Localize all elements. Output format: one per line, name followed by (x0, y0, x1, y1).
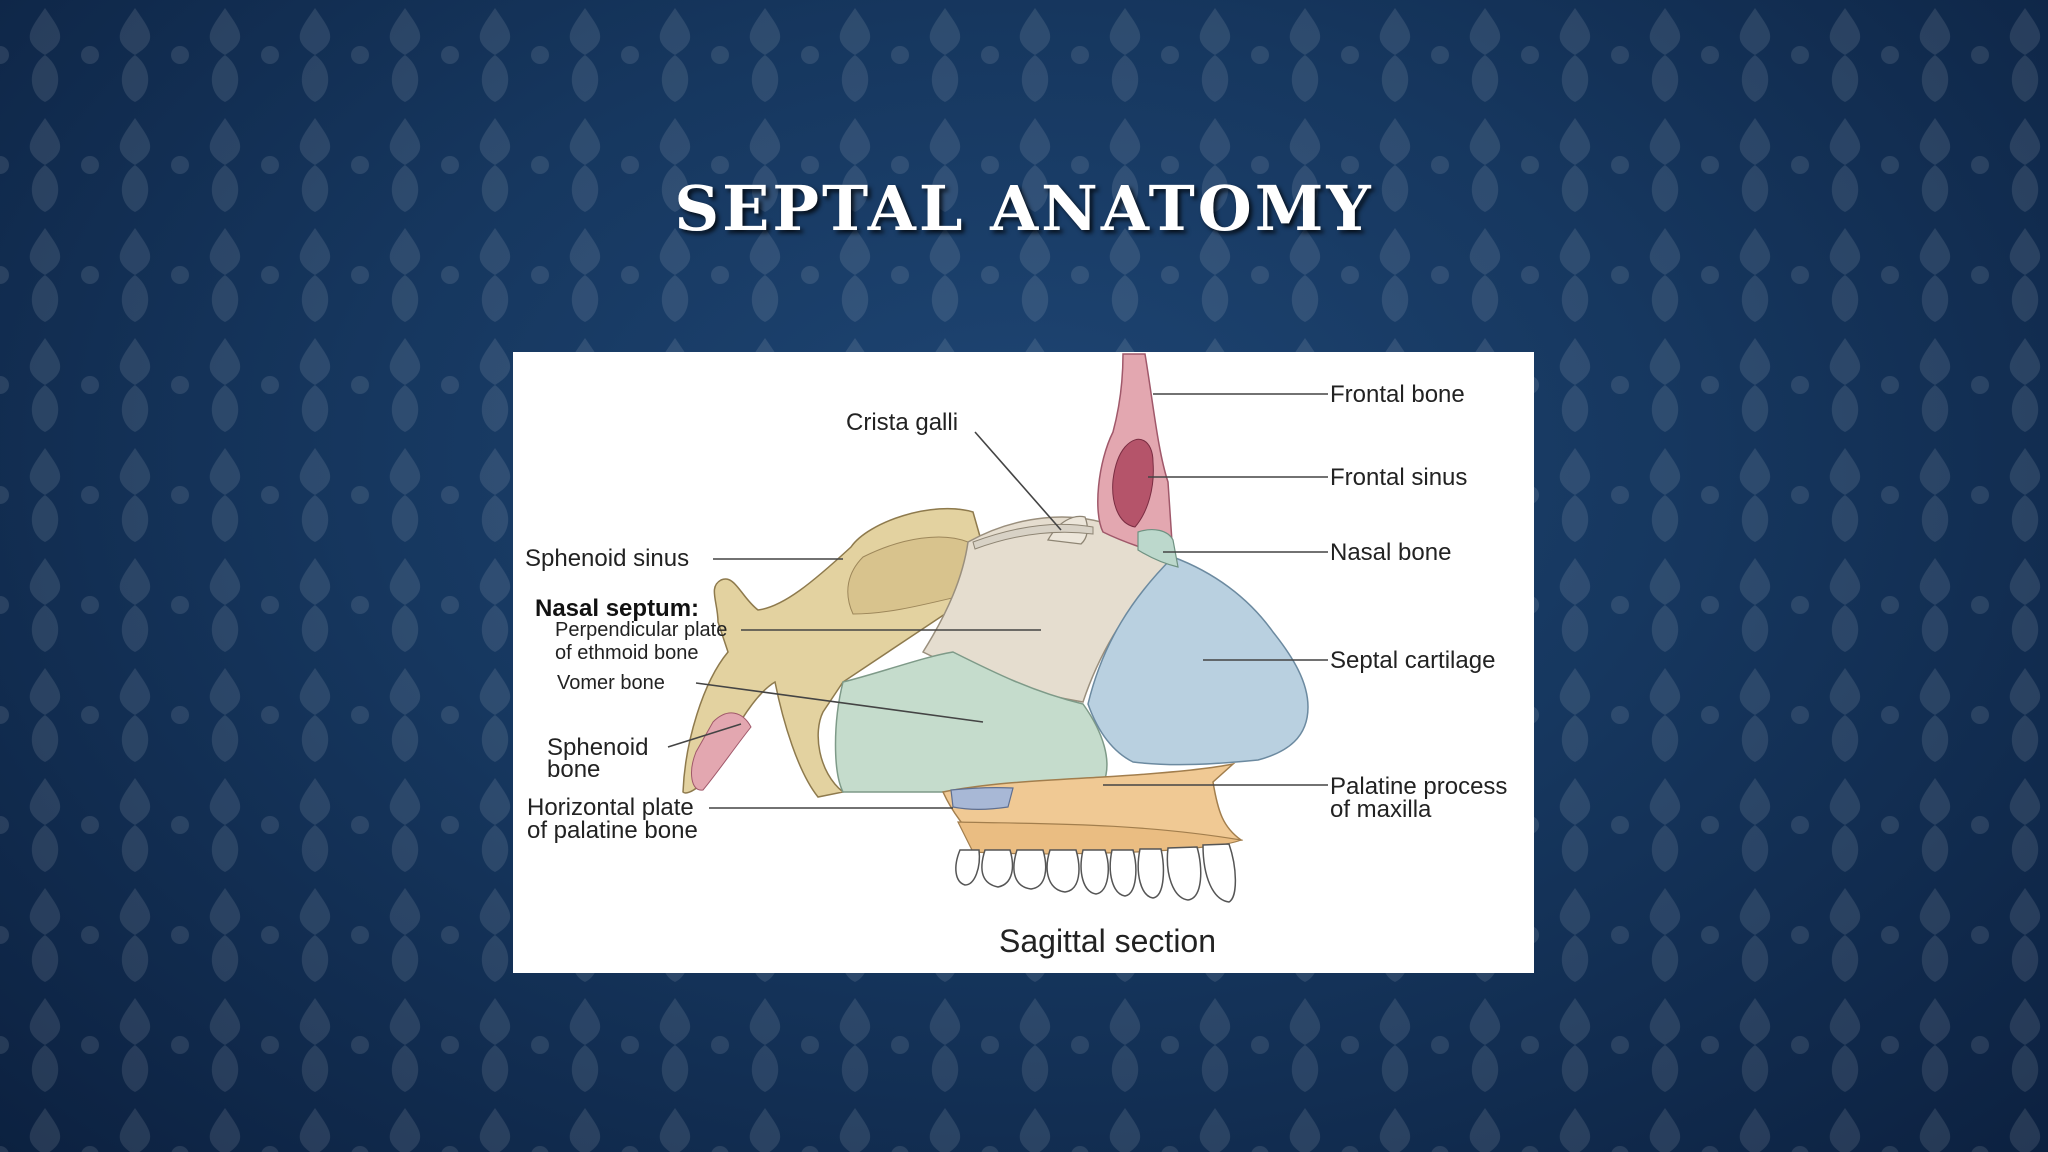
label-palatine-process-line2: of maxilla (1330, 796, 1432, 823)
label-septal-cartilage: Septal cartilage (1330, 647, 1495, 674)
label-nasal-septum-heading: Nasal septum: (535, 595, 699, 622)
tooth-2 (981, 849, 1014, 888)
leader-sphenoid-bone (667, 723, 742, 748)
label-crista-galli: Crista galli (846, 409, 958, 436)
label-palatine-process-line1: Palatine process (1330, 773, 1507, 800)
leader-lines (667, 393, 1328, 809)
label-vomer-bone: Vomer bone (557, 672, 665, 694)
label-horizontal-plate-line1: Horizontal plate (527, 794, 694, 821)
label-sphenoid-sinus: Sphenoid sinus (525, 545, 689, 572)
label-sphenoid-bone-line2: bone (547, 756, 600, 783)
tooth-1 (955, 849, 981, 886)
label-nasal-bone: Nasal bone (1330, 539, 1451, 566)
slide-title: SEPTAL ANATOMY (674, 172, 1374, 245)
nasal-bone-shape (1137, 529, 1179, 568)
frontal-sinus-shape (1112, 438, 1154, 528)
figure-caption: Sagittal section (999, 923, 1216, 959)
label-perpendicular-plate-line1: Perpendicular plate (555, 619, 727, 641)
tooth-3 (1013, 849, 1047, 890)
sphenoid-sinus-shape (847, 536, 979, 615)
label-frontal-sinus: Frontal sinus (1330, 464, 1467, 491)
label-sphenoid-bone-line1: Sphenoid (547, 734, 648, 761)
horizontal-plate-shape (950, 787, 1014, 810)
tooth-6 (1109, 849, 1137, 897)
label-perpendicular-plate-line2: of ethmoid bone (555, 642, 698, 664)
tooth-7 (1137, 848, 1165, 899)
teeth (955, 843, 1237, 903)
label-horizontal-plate-line2: of palatine bone (527, 817, 698, 844)
tooth-5 (1080, 849, 1109, 895)
cribriform-plate-shape (972, 523, 1094, 550)
septal-cartilage-shape (1087, 556, 1309, 766)
leader-crista-galli (974, 431, 1062, 531)
leader-vomer (695, 682, 984, 723)
tooth-9 (1202, 843, 1237, 903)
sagittal-section-figure: Frontal bone Frontal sinus Nasal bone Se… (513, 352, 1534, 973)
anatomy-diagram: Frontal bone Frontal sinus Nasal bone Se… (525, 353, 1507, 959)
label-frontal-bone: Frontal bone (1330, 381, 1465, 408)
tooth-8 (1166, 846, 1202, 901)
tooth-4 (1046, 849, 1080, 893)
sphenoid-process-shape (691, 712, 752, 791)
